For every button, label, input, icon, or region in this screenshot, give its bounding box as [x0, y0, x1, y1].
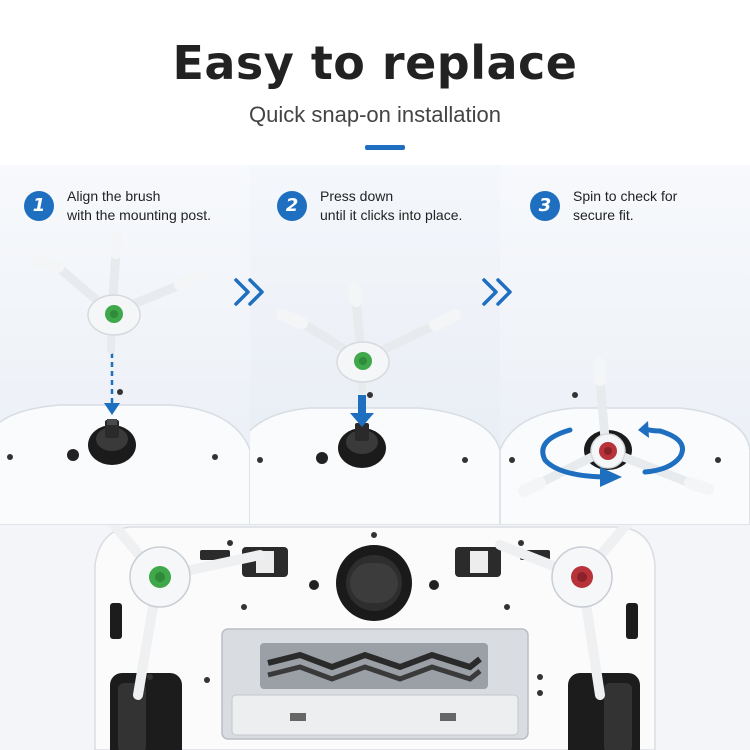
page-title: Easy to replace — [172, 36, 578, 90]
right-side-brush — [495, 525, 633, 700]
step-instruction-line: until it clicks into place. — [320, 207, 463, 223]
step-2-illustration — [250, 281, 500, 525]
step-1-illustration — [0, 231, 250, 525]
step-instruction: Align the brush with the mounting post. — [67, 187, 211, 225]
double-chevron-right-icon — [234, 278, 264, 306]
caster-wheel — [336, 532, 412, 621]
mounting-post — [88, 419, 136, 465]
step-instruction: Press down until it clicks into place. — [320, 187, 462, 225]
step-instruction-line: Spin to check for — [573, 188, 678, 204]
mounting-post — [338, 423, 386, 468]
right-wheel — [568, 673, 640, 750]
step-instruction-line: with the mounting post. — [67, 207, 211, 223]
rotate-arrows-icon — [540, 421, 685, 487]
side-brush — [32, 231, 206, 354]
left-side-brush — [107, 525, 265, 700]
robot-underside-view — [0, 525, 750, 750]
title-underline — [365, 145, 405, 150]
page-subtitle: Quick snap-on installation — [249, 102, 501, 127]
step-number-badge: 3 — [530, 191, 560, 221]
step-number-badge: 2 — [277, 191, 307, 221]
side-brush — [518, 357, 714, 497]
header: Easy to replace Quick snap-on installati… — [0, 0, 750, 165]
double-chevron-right-icon — [482, 278, 512, 306]
step-instruction: Spin to check for secure fit. — [573, 187, 677, 225]
step-panel-1: 1 Align the brush with the mounting post… — [0, 165, 250, 525]
step-instruction-line: Align the brush — [67, 188, 161, 204]
solid-arrow-down-icon — [350, 395, 374, 427]
robot-vacuum-underside-illustration — [94, 525, 656, 750]
side-brush — [276, 281, 461, 394]
step-number-badge: 1 — [24, 191, 54, 221]
left-wheel — [110, 673, 182, 750]
step-instruction-line: Press down — [320, 188, 394, 204]
step-panel-2: 2 Press down until it clicks into place. — [250, 165, 500, 525]
step-instruction-line: secure fit. — [573, 207, 634, 223]
step-3-illustration — [500, 357, 750, 525]
main-brush-bay — [221, 628, 529, 740]
step-panel-3: 3 Spin to check for secure fit. — [500, 165, 750, 525]
